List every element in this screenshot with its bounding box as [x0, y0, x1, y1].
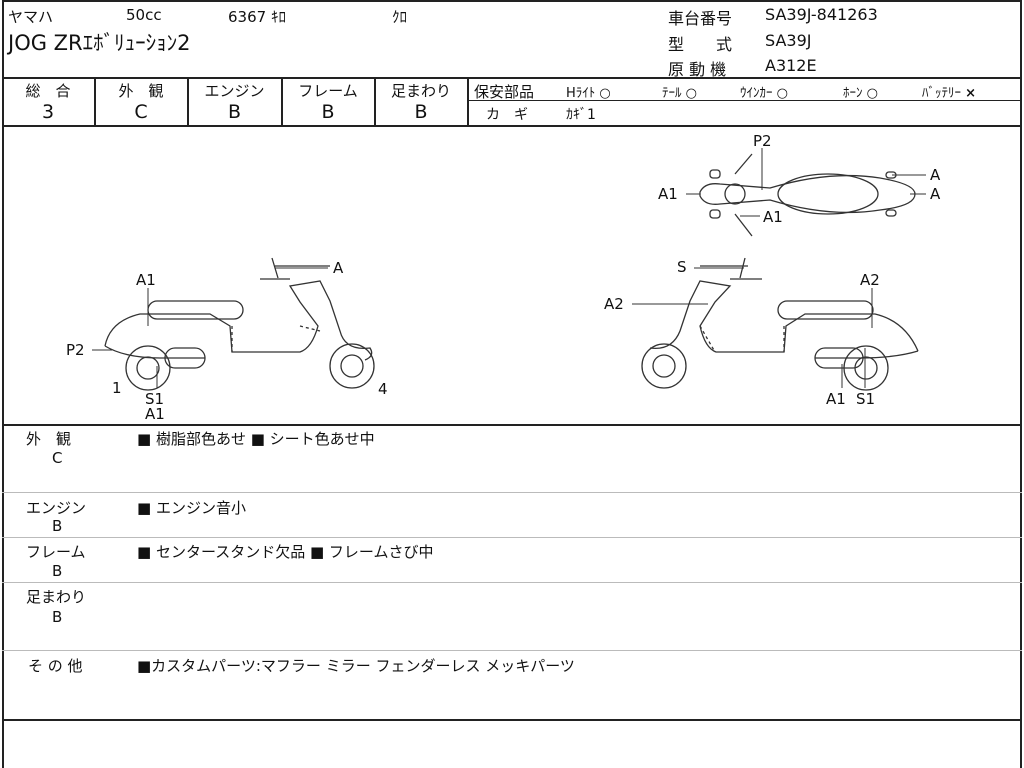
- grade-overall-label: 総 合: [25, 82, 71, 100]
- remark-other-text: ■カスタムパーツ:マフラー ミラー フェンダーレス メッキパーツ: [137, 657, 575, 675]
- grade-engine-value: B: [227, 101, 242, 123]
- remark-exterior-label: 外 観: [26, 430, 72, 448]
- safety-battery: ﾊﾞｯﾃﾘｰ ×: [922, 86, 977, 101]
- frame-no-label: 車台番号: [668, 9, 733, 28]
- type-value: SA39J: [765, 31, 812, 50]
- mark-left-p2: P2: [66, 341, 85, 359]
- mark-right-a1: A1: [826, 390, 846, 408]
- mark-left-s1: S1: [145, 390, 164, 408]
- mark-top-a-lower: A: [930, 185, 941, 203]
- grade-exterior-value: C: [134, 101, 148, 123]
- remark-frame-grade: B: [52, 562, 63, 580]
- mark-left-1: 1: [112, 379, 122, 397]
- mark-top-a1-front: A1: [658, 185, 678, 203]
- mark-right-s1: S1: [856, 390, 875, 408]
- safety-headlight: Hﾗｲﾄ ○: [566, 86, 611, 101]
- grade-engine-label: エンジン: [204, 82, 265, 100]
- safety-horn: ﾎｰﾝ ○: [843, 86, 878, 101]
- grade-overall-value: 3: [41, 101, 55, 123]
- engine-label: 原 動 機: [668, 60, 727, 79]
- remark-frame-label: フレーム: [26, 543, 86, 561]
- mark-left-a: A: [333, 259, 344, 277]
- remark-other-label: そ の 他: [28, 657, 83, 675]
- remark-engine-text: ■ エンジン音小: [137, 499, 246, 517]
- mark-left-a1-lower: A1: [145, 405, 165, 423]
- model-name: JOG ZRｴﾎﾞﾘｭｰｼｮﾝ2: [8, 31, 191, 55]
- mark-top-a1: A1: [763, 208, 783, 226]
- remark-suspension-grade: B: [52, 608, 63, 626]
- mark-right-a2: A2: [860, 271, 880, 289]
- key-value: ｶｷﾞ1: [566, 107, 596, 123]
- maker: ヤマハ: [8, 8, 54, 26]
- mark-right-a2-front: A2: [604, 295, 624, 313]
- mark-right-s: S: [677, 258, 687, 276]
- damage-diagram: P2 A1 A1 A A A A1 P2 1 S1 A1 4 S A2 A2 A…: [66, 132, 941, 423]
- engine-value: A312E: [765, 56, 817, 75]
- remark-suspension-label: 足まわり: [26, 588, 87, 606]
- grade-exterior-label: 外 観: [118, 82, 164, 100]
- frame-no: SA39J-841263: [765, 5, 878, 24]
- remark-exterior-grade: C: [52, 449, 63, 467]
- mark-left-4: 4: [378, 380, 388, 398]
- grade-suspension-label: 足まわり: [390, 82, 451, 100]
- grade-suspension-value: B: [414, 101, 428, 123]
- grade-frame-label: フレーム: [298, 82, 358, 100]
- mark-top-a-upper: A: [930, 166, 941, 184]
- safety-winker: ｳｲﾝｶｰ ○: [740, 86, 788, 101]
- remark-exterior-text: ■ 樹脂部色あせ ■ シート色あせ中: [137, 430, 375, 448]
- displacement: 50cc: [126, 6, 162, 24]
- remark-frame-text: ■ センタースタンド欠品 ■ フレームさび中: [137, 543, 434, 561]
- mark-left-a1: A1: [136, 271, 156, 289]
- key-label: カ ギ: [486, 107, 528, 123]
- mileage: 6367 ｷﾛ: [228, 8, 286, 26]
- type-label: 型 式: [668, 35, 733, 54]
- mark-top-p2: P2: [753, 132, 772, 150]
- safety-tail: ﾃｰﾙ ○: [662, 86, 697, 101]
- grade-frame-value: B: [321, 101, 335, 123]
- remark-engine-grade: B: [52, 517, 63, 535]
- remark-engine-label: エンジン: [26, 499, 87, 517]
- scooter-top-view: [699, 153, 916, 237]
- color: ｸﾛ: [392, 8, 408, 26]
- scooter-right-view: [641, 257, 919, 391]
- safety-label: 保安部品: [474, 83, 535, 101]
